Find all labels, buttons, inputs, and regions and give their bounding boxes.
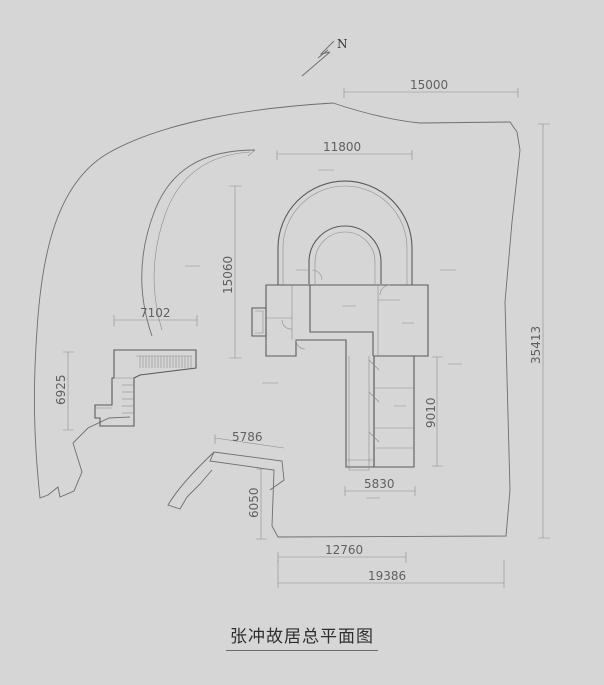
dim-7102: 7102 (140, 306, 171, 320)
dim-35413: 35413 (529, 326, 543, 364)
dim-15000: 15000 (410, 78, 448, 92)
dim-6925: 6925 (54, 374, 68, 405)
north-label: N (337, 37, 348, 51)
lower-road (167, 451, 215, 510)
dim-9010: 9010 (424, 397, 438, 428)
terrace-building (94, 349, 197, 427)
dimension-lines (63, 88, 550, 588)
minor-annotations (185, 169, 462, 499)
stair-treads (139, 356, 192, 368)
drawing-title: 张冲故居总平面图 (0, 622, 604, 651)
dim-11800: 11800 (323, 140, 361, 154)
dim-19386: 19386 (368, 569, 406, 583)
main-house (251, 180, 429, 471)
dim-15060: 15060 (221, 256, 235, 294)
dim-6050: 6050 (247, 487, 261, 518)
dim-12760: 12760 (325, 543, 363, 557)
north-arrow-icon (301, 40, 335, 77)
road-inner-edge (141, 149, 256, 337)
site-boundary (209, 102, 521, 538)
dim-5786: 5786 (232, 430, 263, 444)
dim-5830: 5830 (364, 477, 395, 491)
road-outer-edge (33, 102, 334, 499)
